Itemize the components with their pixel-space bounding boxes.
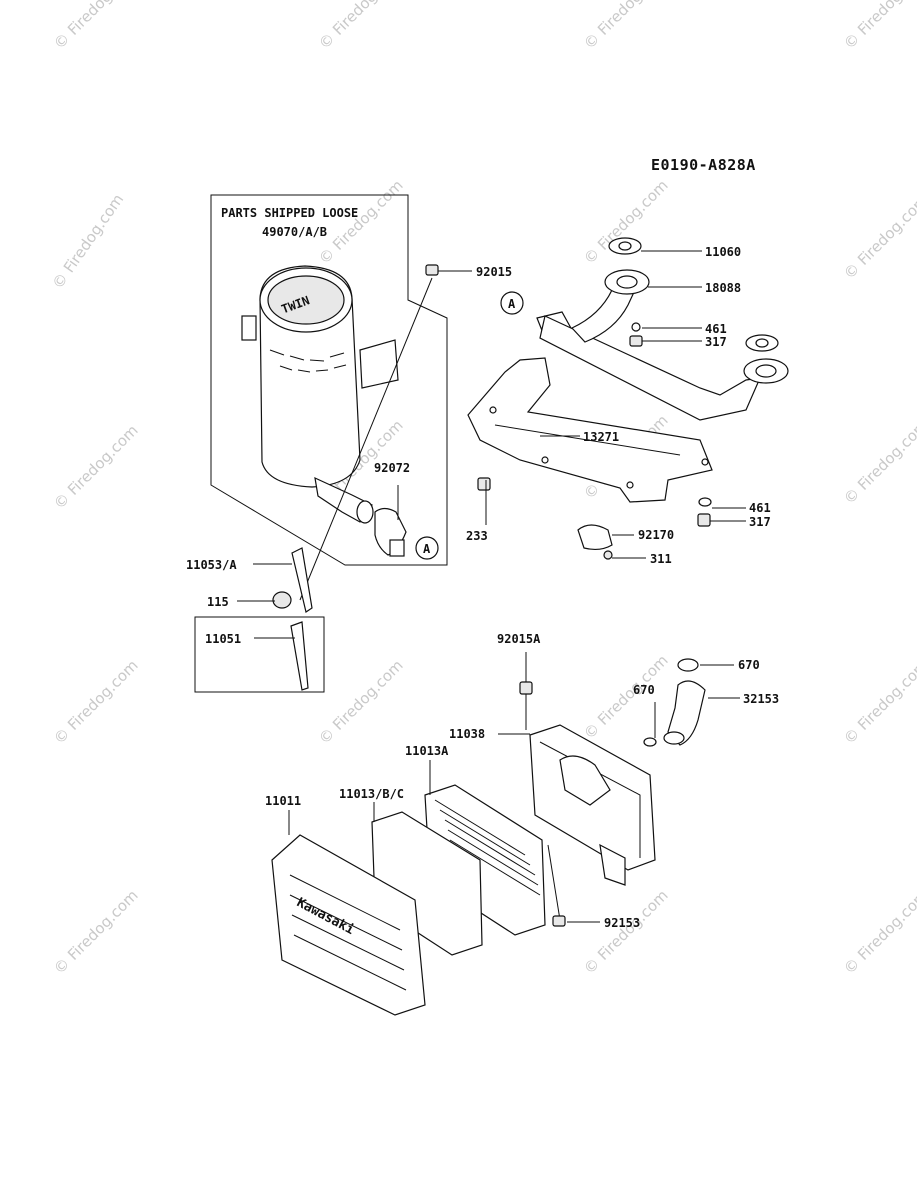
callout-11038: 11038 bbox=[449, 727, 485, 741]
watermark: © Firedog.com bbox=[580, 0, 672, 53]
callout-317: 317 bbox=[749, 515, 771, 529]
small-hardware bbox=[272, 477, 712, 691]
bolt-92015 bbox=[299, 264, 439, 601]
callout-317: 317 bbox=[705, 335, 727, 349]
callout-92153: 92153 bbox=[604, 916, 640, 930]
callout-11051: 11051 bbox=[205, 632, 241, 646]
watermark: © Firedog.com bbox=[840, 416, 917, 508]
watermark: © Firedog.com bbox=[50, 656, 142, 748]
callout-11013A: 11013A bbox=[405, 744, 449, 758]
callout-115: 115 bbox=[207, 595, 229, 609]
callout-670: 670 bbox=[738, 658, 760, 672]
diagram-code: E0190-A828A bbox=[651, 156, 756, 174]
loose-parts-box: PARTS SHIPPED LOOSE 49070/A/B bbox=[210, 194, 448, 566]
callout-labels: 11060 18088 92015 461 317 13271 92072 23… bbox=[186, 245, 779, 930]
loose-box-part: 49070/A/B bbox=[262, 225, 327, 239]
watermark: © Firedog.com bbox=[315, 656, 407, 748]
callout-11013BC: 11013/B/C bbox=[339, 787, 404, 801]
callout-92015: 92015 bbox=[476, 265, 512, 279]
callout-92015A: 92015A bbox=[497, 632, 541, 646]
callout-11011: 11011 bbox=[265, 794, 301, 808]
watermark: © Firedog.com bbox=[50, 886, 142, 978]
exhaust-pipe bbox=[536, 237, 789, 421]
leader-lines bbox=[237, 250, 746, 923]
svg-text:A: A bbox=[508, 297, 516, 311]
part-11051-box bbox=[194, 616, 325, 693]
callout-32153: 32153 bbox=[743, 692, 779, 706]
watermark: © Firedog.com bbox=[50, 421, 142, 513]
callout-461: 461 bbox=[749, 501, 771, 515]
callout-461: 461 bbox=[705, 322, 727, 336]
callout-670: 670 bbox=[633, 683, 655, 697]
watermark: © Firedog.com bbox=[49, 191, 128, 293]
callout-92170: 92170 bbox=[638, 528, 674, 542]
watermark: © Firedog.com bbox=[840, 0, 917, 53]
ref-marker-a-1: A bbox=[415, 536, 439, 560]
callout-311: 311 bbox=[650, 552, 672, 566]
loose-box-title: PARTS SHIPPED LOOSE bbox=[221, 206, 358, 220]
callout-11060: 11060 bbox=[705, 245, 741, 259]
exhaust-bracket bbox=[467, 357, 713, 503]
callout-11053: 11053/A bbox=[186, 558, 237, 572]
ref-marker-a-2: A bbox=[500, 291, 524, 315]
callout-233: 233 bbox=[466, 529, 488, 543]
muffler: TWIN bbox=[241, 265, 399, 524]
air-cleaner-cover: Kawasaki bbox=[271, 834, 426, 1016]
watermark: © Firedog.com bbox=[315, 0, 407, 53]
watermark: © Firedog.com bbox=[840, 886, 917, 978]
callout-92072: 92072 bbox=[374, 461, 410, 475]
watermark: © Firedog.com bbox=[580, 886, 672, 978]
elbow-pipe bbox=[643, 658, 706, 747]
callout-18088: 18088 bbox=[705, 281, 741, 295]
watermark: © Firedog.com bbox=[50, 0, 142, 53]
watermark: © Firedog.com bbox=[840, 191, 917, 283]
callout-13271: 13271 bbox=[583, 430, 619, 444]
svg-text:A: A bbox=[423, 542, 431, 556]
clamp-92072 bbox=[374, 507, 407, 557]
air-cleaner-base bbox=[519, 681, 656, 927]
watermark: © Firedog.com bbox=[840, 656, 917, 748]
watermark: © Firedog.com bbox=[315, 176, 407, 268]
watermark: © Firedog.com bbox=[580, 651, 672, 743]
